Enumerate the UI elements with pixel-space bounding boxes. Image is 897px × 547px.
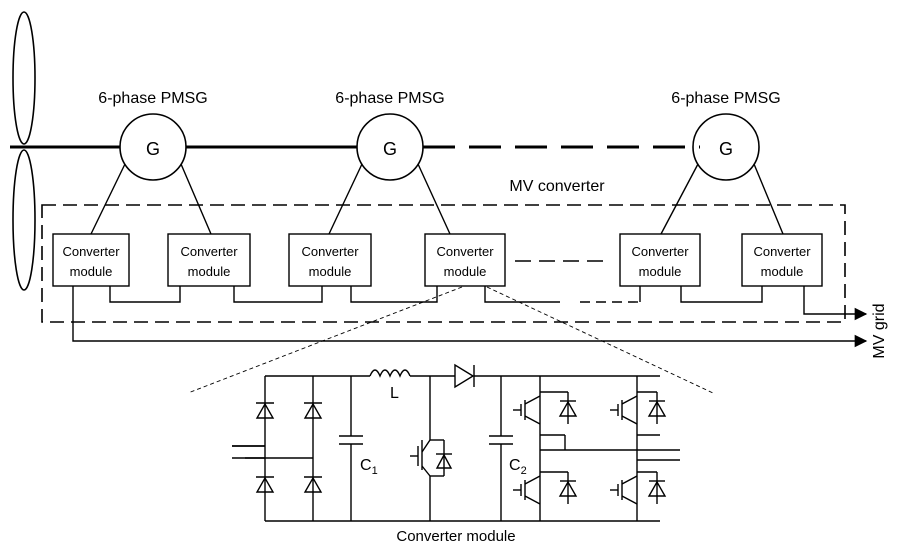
svg-text:Converter: Converter — [301, 244, 359, 259]
mv-converter-label: MV converter — [509, 178, 605, 195]
capacitor-c1-label: C1 — [360, 457, 378, 477]
generator-module-connections — [90, 163, 784, 235]
svg-text:Converter: Converter — [436, 244, 494, 259]
generator-1: G 6-phase PMSG — [98, 90, 208, 181]
converter-module-5: Converter module — [619, 233, 701, 287]
generator-symbol: G — [719, 139, 733, 159]
capacitor-c2-label: C2 — [509, 457, 527, 477]
svg-text:Converter: Converter — [753, 244, 811, 259]
zoom-guide-lines — [187, 286, 714, 394]
svg-text:Converter: Converter — [62, 244, 120, 259]
generator-3: G 6-phase PMSG — [671, 90, 781, 181]
svg-text:module: module — [761, 264, 804, 279]
generator-type-label: 6-phase PMSG — [98, 90, 207, 107]
svg-text:module: module — [309, 264, 352, 279]
converter-module-3: Converter module — [288, 233, 372, 287]
svg-text:module: module — [70, 264, 113, 279]
mv-converter-boundary — [41, 204, 846, 323]
generator-type-label: 6-phase PMSG — [671, 90, 780, 107]
mv-grid-label: MV grid — [871, 303, 888, 358]
converter-module-6: Converter module — [741, 233, 823, 287]
generator-symbol: G — [383, 139, 397, 159]
generator-type-label: 6-phase PMSG — [335, 90, 444, 107]
converter-module-4: Converter module — [424, 233, 506, 287]
svg-text:module: module — [444, 264, 487, 279]
inductor-label: L — [390, 385, 399, 402]
svg-text:Converter: Converter — [631, 244, 689, 259]
generator-2: G 6-phase PMSG — [335, 90, 445, 181]
module-series-wiring — [72, 286, 868, 348]
generator-symbol: G — [146, 139, 160, 159]
svg-text:module: module — [639, 264, 682, 279]
converter-module-circuit — [232, 363, 680, 522]
svg-text:module: module — [188, 264, 231, 279]
turbine-blades — [12, 11, 36, 291]
converter-module-1: Converter module — [52, 233, 130, 287]
converter-module-2: Converter module — [167, 233, 251, 287]
circuit-caption: Converter module — [396, 528, 515, 545]
svg-text:Converter: Converter — [180, 244, 238, 259]
